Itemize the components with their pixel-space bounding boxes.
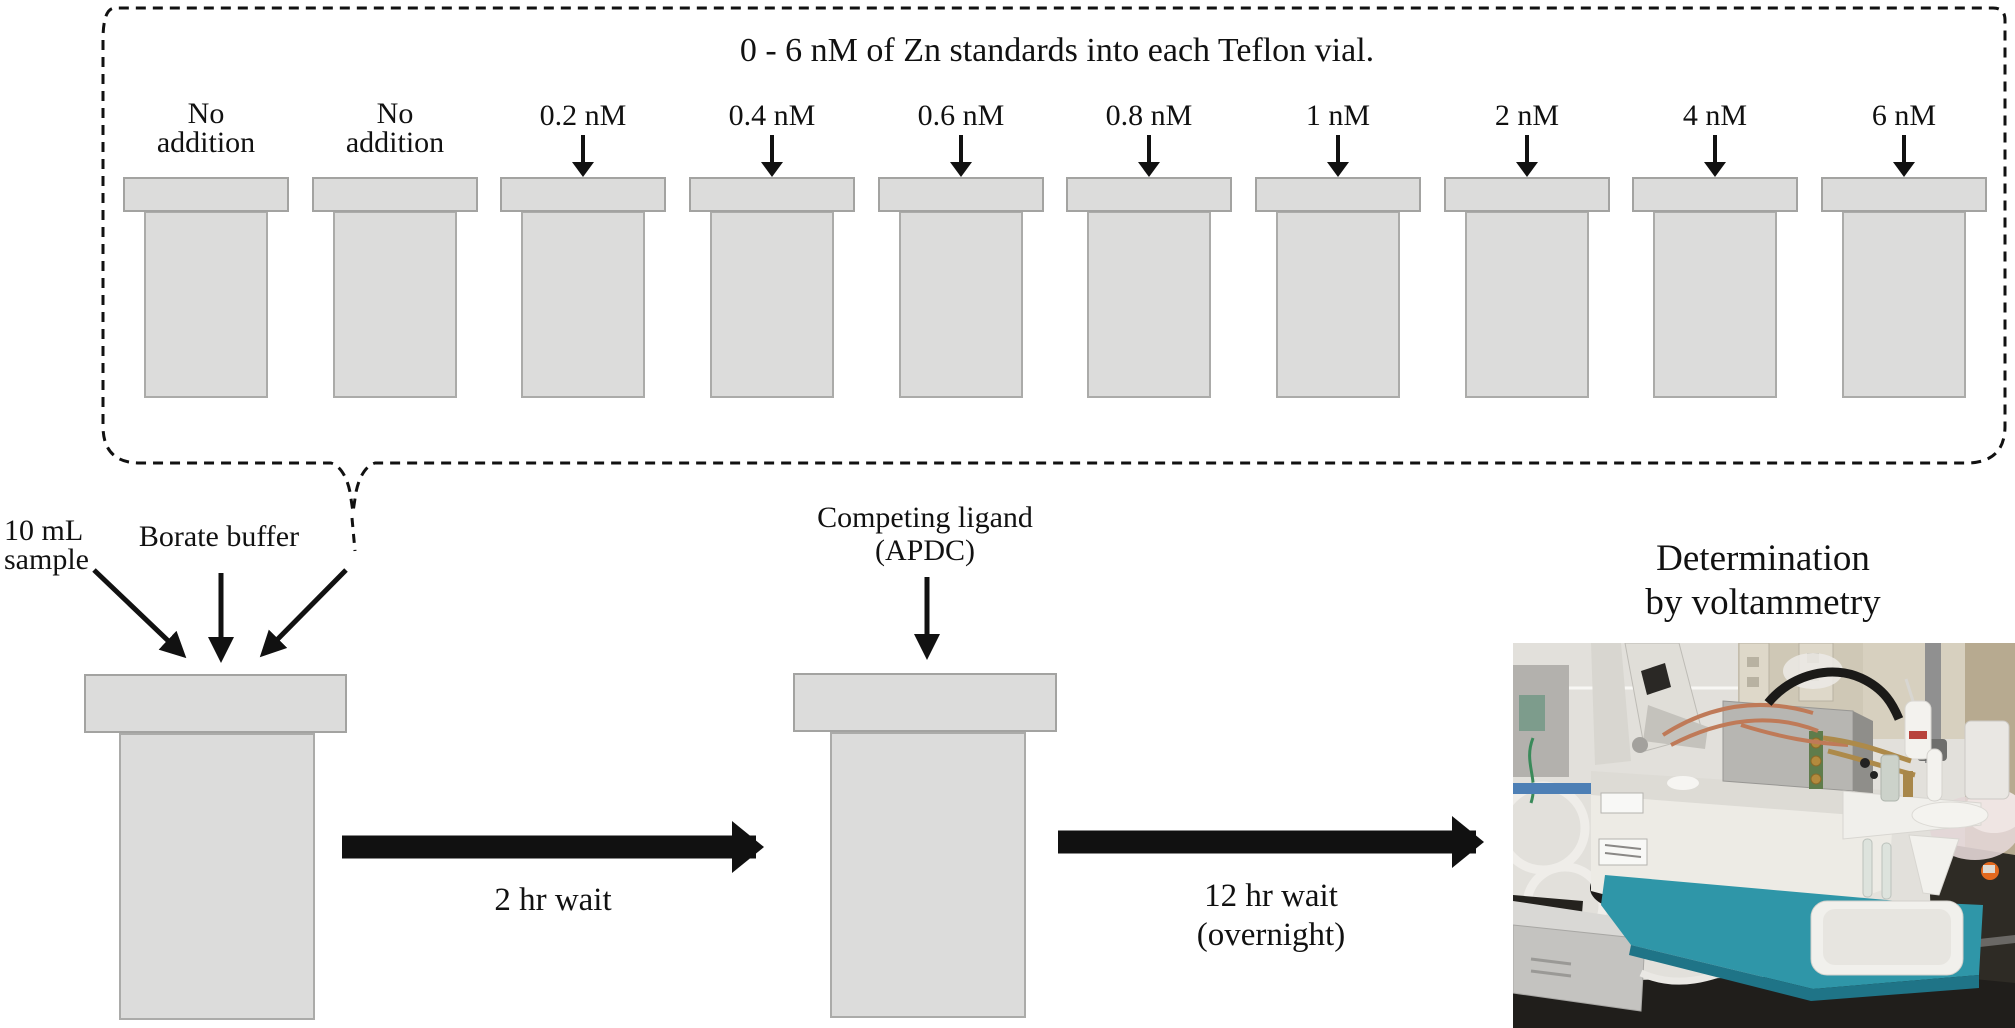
copper-wire (1661, 702, 1814, 737)
blue-rod (1513, 783, 1628, 794)
vial-label: 0.4 nM (728, 99, 816, 132)
vial-body (1276, 211, 1400, 398)
sticker (1600, 792, 1644, 814)
vial-label: No addition (156, 97, 256, 159)
sample-volume-label: 10 mL sample (4, 514, 89, 576)
down-arrow-icon (1326, 135, 1350, 177)
teflon-vial-8: 2 nM (1444, 0, 1610, 398)
voltammetry-photo (1513, 643, 2015, 1028)
borate-buffer-label: Borate buffer (138, 520, 300, 553)
teflon-vial-1: No addition (123, 0, 289, 398)
down-arrow-icon (571, 135, 595, 177)
vial-cap (1444, 177, 1610, 212)
teflon-vial-3: 0.2 nM (500, 0, 666, 398)
black-cable (1764, 667, 1904, 721)
metal-unit (1722, 700, 1854, 792)
vial-cap (1632, 177, 1798, 212)
knob (1667, 776, 1699, 790)
vial-cap (1821, 177, 1987, 212)
wait-2-label: 12 hr wait (overnight) (1196, 878, 1346, 953)
vial-label: 0.8 nM (1105, 99, 1193, 132)
wash-bottle (1904, 700, 1932, 760)
teal-base-edge (1629, 945, 1979, 1001)
teflon-vial-6: 0.8 nM (1066, 0, 1232, 398)
vial-label: 1 nM (1305, 99, 1371, 132)
vial-cap (793, 673, 1057, 732)
vial-body (710, 211, 834, 398)
teflon-vial-10: 6 nM (1821, 0, 1987, 398)
down-arrow-icon (1137, 135, 1161, 177)
vial-body (521, 211, 645, 398)
teflon-vial-9: 4 nM (1632, 0, 1798, 398)
vial-cap (312, 177, 478, 212)
standards-box-title: 0 - 6 nM of Zn standards into each Teflo… (739, 32, 1375, 69)
wait-1-label: 2 hr wait (494, 882, 612, 918)
teflon-vial-4: 0.4 nM (689, 0, 855, 398)
sticker (1598, 838, 1648, 866)
vial-cap (84, 674, 347, 733)
down-arrow-icon (1703, 135, 1727, 177)
teflon-vial-7: 1 nM (1255, 0, 1421, 398)
detection-caption: Determination by voltammetry (1645, 538, 1881, 624)
vial-body (1087, 211, 1211, 398)
standards-pour-arrow (259, 568, 348, 658)
vial-body (1653, 211, 1777, 398)
teflon-vial-2: No addition (312, 0, 478, 398)
competing-ligand-label: Competing ligand (APDC) (817, 501, 1033, 567)
white-electrode (1926, 748, 1943, 802)
vial-body (119, 733, 315, 1020)
vial-label: 2 nM (1494, 99, 1560, 132)
vial-label: 0.6 nM (917, 99, 1005, 132)
teal-base-assembly (1601, 862, 1999, 1001)
vial-label: 4 nM (1682, 99, 1748, 132)
vial-cap (1066, 177, 1232, 212)
vial-body (1842, 211, 1966, 398)
arm-clamp (1641, 663, 1671, 695)
copper-wire (1670, 718, 1819, 747)
down-arrow-icon (1892, 135, 1916, 177)
down-arrow-icon (760, 135, 784, 177)
vial-label: 6 nM (1871, 99, 1937, 132)
clear-jug (1964, 720, 2010, 800)
teflon-vial-5: 0.6 nM (878, 0, 1044, 398)
funnel-connector-dash (350, 517, 357, 552)
funnel-cup (1908, 834, 1960, 896)
down-arrow-icon (949, 135, 973, 177)
sample-vial (84, 674, 347, 1020)
glass-tube (1862, 838, 1873, 898)
vial-cap (500, 177, 666, 212)
down-arrow-icon (1515, 135, 1539, 177)
vial-cap (689, 177, 855, 212)
glass-tube (1881, 842, 1892, 900)
vial-body (144, 211, 268, 398)
standards-box-outline (101, 6, 2007, 513)
glass-jar (1880, 754, 1900, 802)
apdc-vial (793, 673, 1057, 1018)
vial-body (830, 732, 1026, 1018)
vial-body (1465, 211, 1589, 398)
vial-cap (1255, 177, 1421, 212)
tower (1591, 643, 1631, 765)
sample-pour-arrow (92, 568, 187, 659)
gold-tube (1822, 735, 1912, 764)
vial-body (333, 211, 457, 398)
vial-label: No addition (345, 97, 445, 159)
vial-cap (878, 177, 1044, 212)
vial-label: 0.2 nM (539, 99, 627, 132)
vial-cap (123, 177, 289, 212)
copper-wire (1740, 723, 1849, 747)
bottles (1904, 678, 2010, 800)
vial-body (899, 211, 1023, 398)
